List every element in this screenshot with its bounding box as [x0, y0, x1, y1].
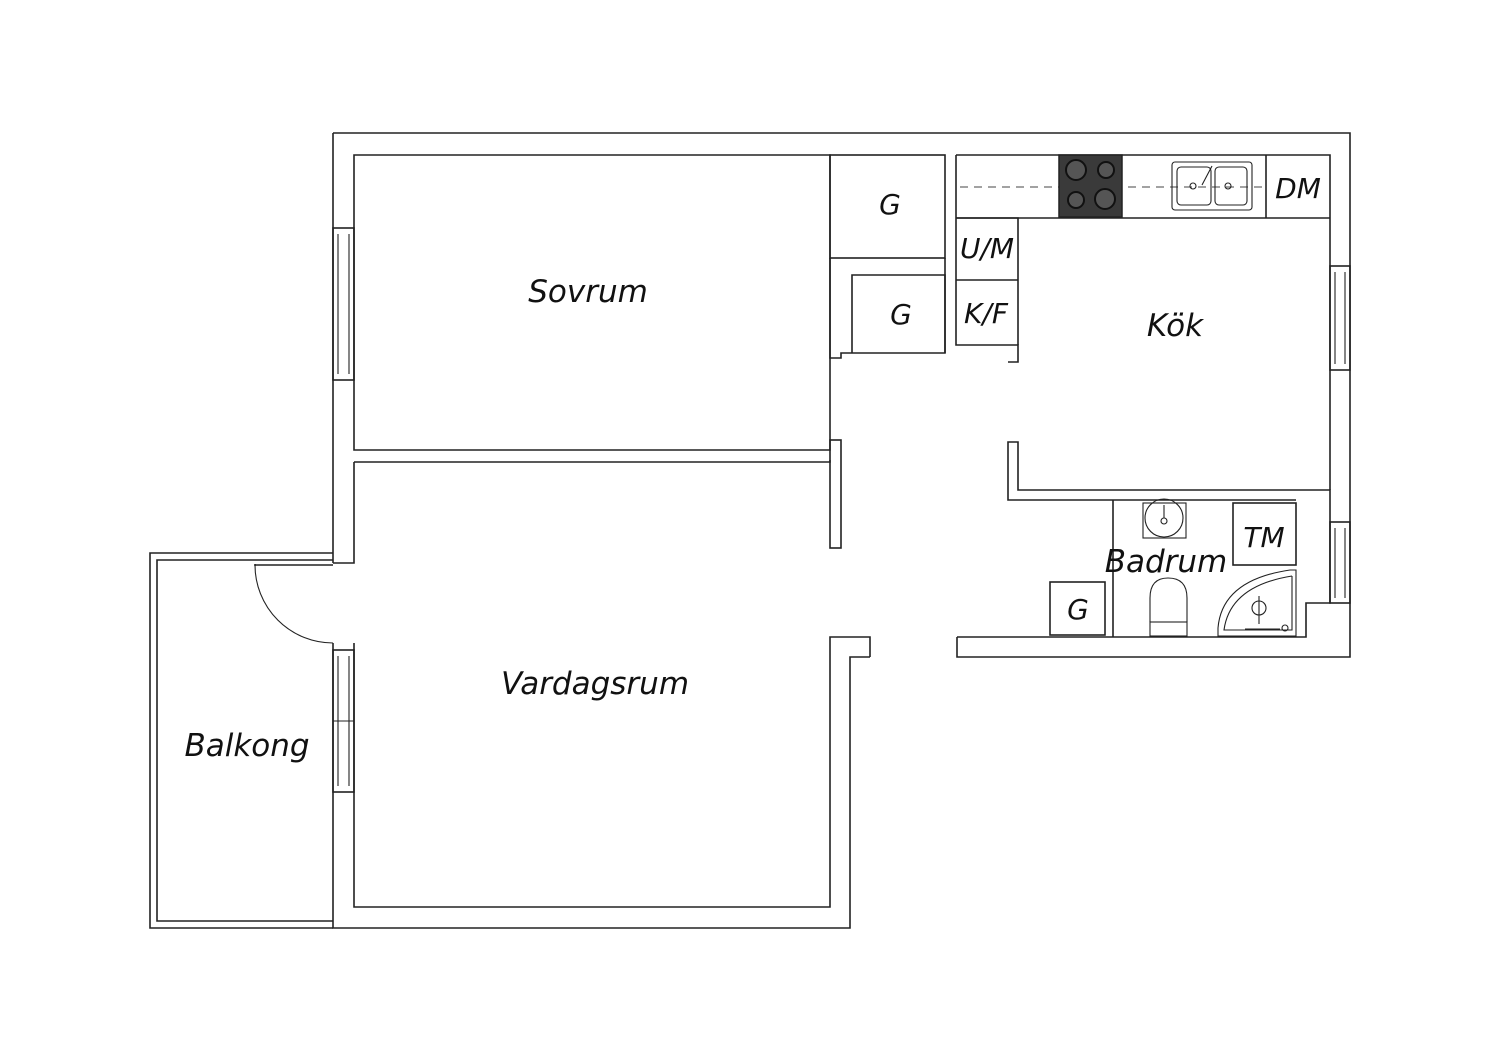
toilet-icon	[1149, 577, 1188, 637]
window-vardagsrum	[332, 649, 355, 793]
closet-label-mid: G	[890, 298, 912, 331]
room-label-badrum: Badrum	[1105, 544, 1228, 580]
stove-icon	[1058, 154, 1123, 218]
room-label-sovrum: Sovrum	[528, 274, 648, 310]
shower-icon	[1217, 569, 1297, 637]
closet-label-top: G	[879, 188, 901, 221]
bathroom-fixtures	[1049, 500, 1297, 637]
freezer-label: U/M	[960, 232, 1014, 265]
kitchen-counter	[956, 154, 1331, 490]
dishwasher-label: DM	[1275, 172, 1321, 205]
washer-label: TM	[1243, 521, 1284, 554]
window-kok	[1329, 265, 1351, 371]
fridge-label: K/F	[964, 297, 1009, 330]
room-label-vardagsrum: Vardagsrum	[501, 666, 689, 702]
hall-partition	[829, 439, 842, 549]
window-sovrum	[332, 227, 355, 381]
room-label-kok: Kök	[1147, 308, 1204, 344]
window-badrum	[1329, 521, 1351, 604]
room-label-balkong: Balkong	[184, 728, 309, 764]
closet-label-bath: G	[1067, 593, 1089, 626]
washbasin-icon	[1142, 498, 1187, 539]
labels: Sovrum Vardagsrum Kök Badrum Balkong G G…	[184, 172, 1320, 764]
kitchen-sink-icon	[1171, 161, 1253, 211]
balcony-door-icon[interactable]	[254, 564, 334, 644]
windows	[332, 227, 1351, 793]
balcony	[149, 552, 333, 929]
